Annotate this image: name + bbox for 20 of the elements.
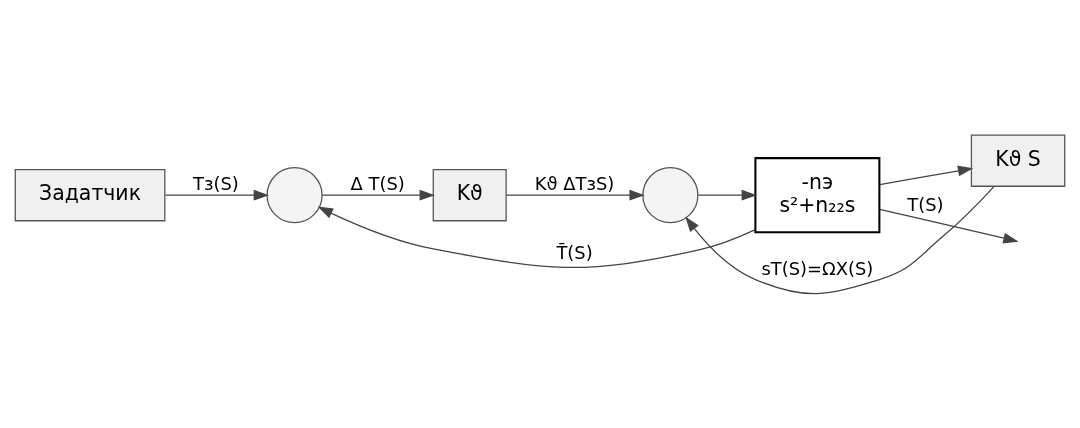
arrow <box>321 189 435 201</box>
edge-label: Kϑ ΔTзS) <box>534 172 615 194</box>
node-box: -nэ s²+n₂₂s <box>754 156 881 233</box>
edge-label: T(S) <box>907 193 944 215</box>
arrow <box>685 185 995 294</box>
arrow <box>505 189 645 201</box>
arrow <box>317 206 756 268</box>
edge-label: Δ T(S) <box>350 172 405 194</box>
node-circle <box>642 166 699 223</box>
node-box: Kϑ <box>432 168 507 221</box>
arrow <box>697 189 757 201</box>
edge-label: Tз(S) <box>193 172 239 194</box>
arrow <box>879 165 974 185</box>
arrow <box>164 189 269 201</box>
node-box: Задатчик <box>14 168 166 221</box>
edge-label: T̄(S) <box>556 241 593 263</box>
arrow <box>879 208 1019 243</box>
node-circle <box>266 166 323 223</box>
node-box: Kϑ S <box>970 133 1066 187</box>
edge-label: sT(S)=ΩX(S) <box>761 257 874 279</box>
